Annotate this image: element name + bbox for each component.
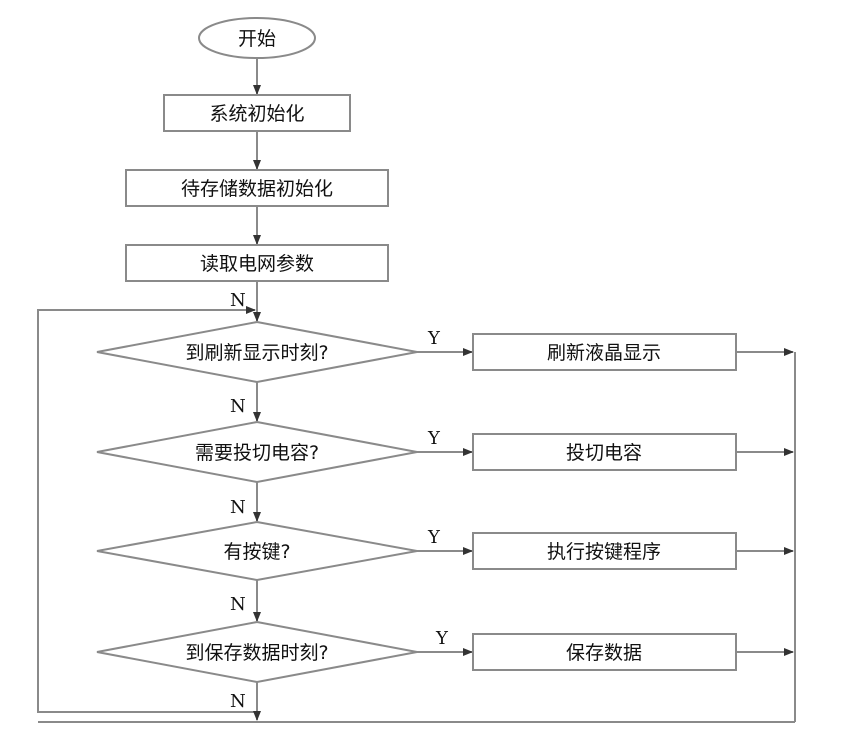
decision-save-label: 到保存数据时刻? bbox=[185, 642, 328, 664]
read-grid-label: 读取电网参数 bbox=[200, 253, 314, 275]
decision-capacitor-yes-label: Y bbox=[427, 428, 441, 449]
read-grid-box bbox=[125, 244, 389, 282]
decision-key-label: 有按键? bbox=[223, 541, 290, 563]
loop-no-label: N bbox=[230, 290, 246, 311]
decision-refresh-no-label: N bbox=[230, 396, 246, 417]
decision-save-no-label: N bbox=[230, 691, 246, 712]
decision-refresh-label: 到刷新显示时刻? bbox=[185, 342, 328, 364]
action-key-box bbox=[472, 532, 737, 570]
action-capacitor-label: 投切电容 bbox=[566, 442, 642, 464]
action-key-label: 执行按键程序 bbox=[547, 541, 661, 563]
action-capacitor-box bbox=[472, 433, 737, 471]
decision-key-yes-label: Y bbox=[427, 527, 441, 548]
decision-save-yes-label: Y bbox=[435, 628, 449, 649]
storage-init-label: 待存储数据初始化 bbox=[181, 178, 333, 200]
decision-capacitor-label: 需要投切电容? bbox=[195, 442, 319, 464]
system-init-box bbox=[163, 94, 351, 132]
action-save-label: 保存数据 bbox=[566, 642, 642, 664]
decision-key-no-label: N bbox=[230, 594, 246, 615]
system-init-label: 系统初始化 bbox=[209, 103, 304, 125]
start-label: 开始 bbox=[238, 28, 276, 50]
decision-refresh-yes-label: Y bbox=[427, 328, 441, 349]
loop-back-line bbox=[37, 306, 257, 713]
decision-capacitor-no-label: N bbox=[230, 497, 246, 518]
action-refresh-label: 刷新液晶显示 bbox=[547, 342, 661, 364]
